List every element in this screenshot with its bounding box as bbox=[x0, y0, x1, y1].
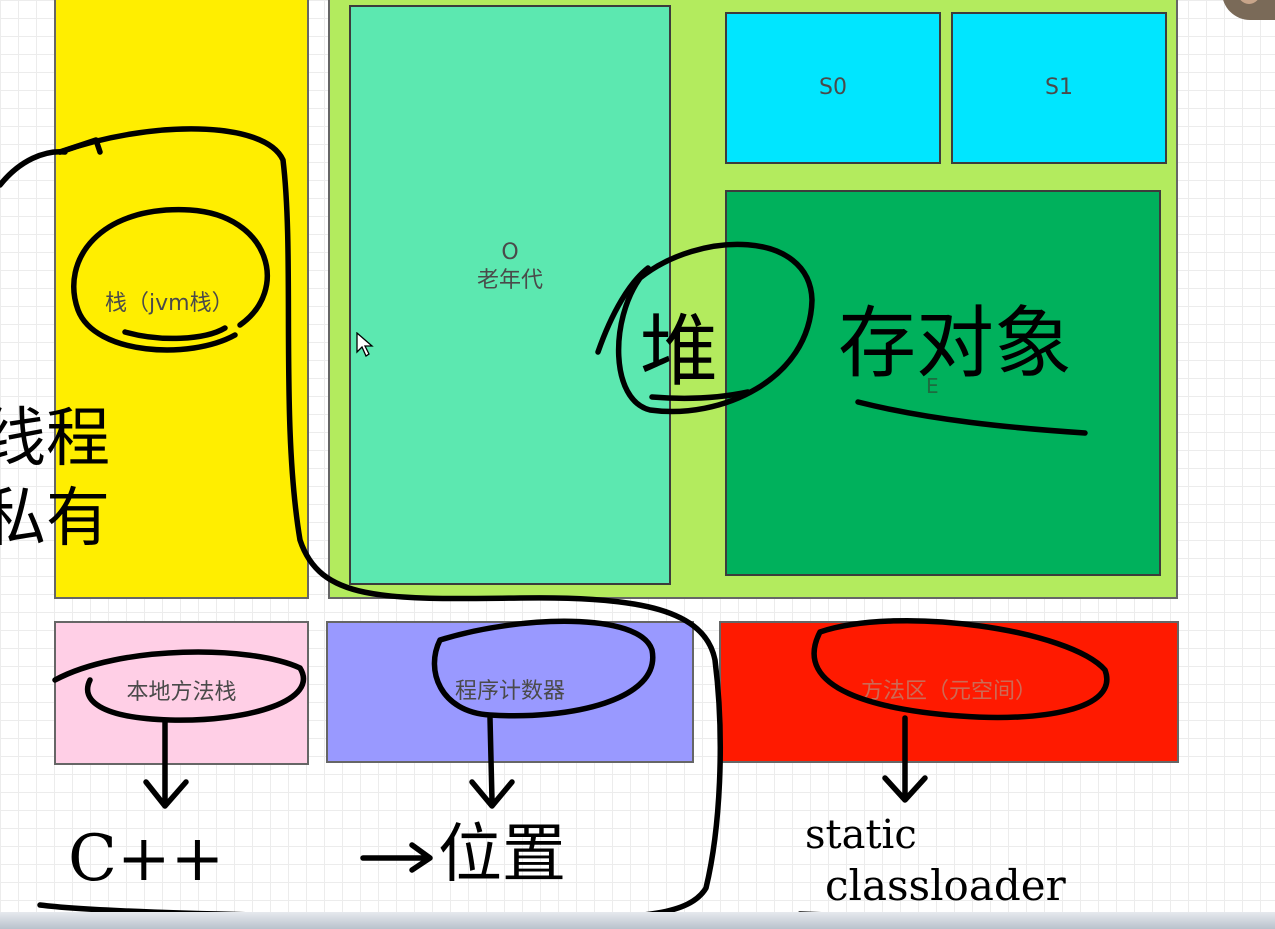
survivor-s1-label: S1 bbox=[1045, 75, 1073, 101]
native-method-stack-label: 本地方法栈 bbox=[126, 680, 237, 706]
program-counter-block: 程序计数器 bbox=[326, 621, 694, 763]
survivor-s0-block: S0 bbox=[725, 12, 941, 164]
old-generation-block: O 老年代 bbox=[349, 5, 671, 585]
presenter-avatar bbox=[1222, 0, 1275, 20]
eden-label: E bbox=[926, 374, 939, 398]
native-method-stack-block: 本地方法栈 bbox=[54, 621, 309, 765]
old-generation-letter: O bbox=[501, 240, 519, 265]
method-area-label: 方法区（元空间） bbox=[860, 679, 1037, 705]
avatar-face bbox=[1238, 0, 1260, 4]
method-area-block: 方法区（元空间） bbox=[719, 621, 1179, 763]
survivor-s1-block: S1 bbox=[951, 12, 1167, 164]
mouse-pointer-icon bbox=[356, 332, 374, 357]
survivor-s0-label: S0 bbox=[819, 75, 847, 101]
eden-block bbox=[725, 190, 1161, 576]
old-generation-label: 老年代 bbox=[476, 267, 543, 293]
jvm-stack-label: 栈（jvm栈） bbox=[105, 291, 234, 316]
program-counter-label: 程序计数器 bbox=[454, 679, 565, 705]
bottom-edge-strip bbox=[0, 912, 1275, 929]
